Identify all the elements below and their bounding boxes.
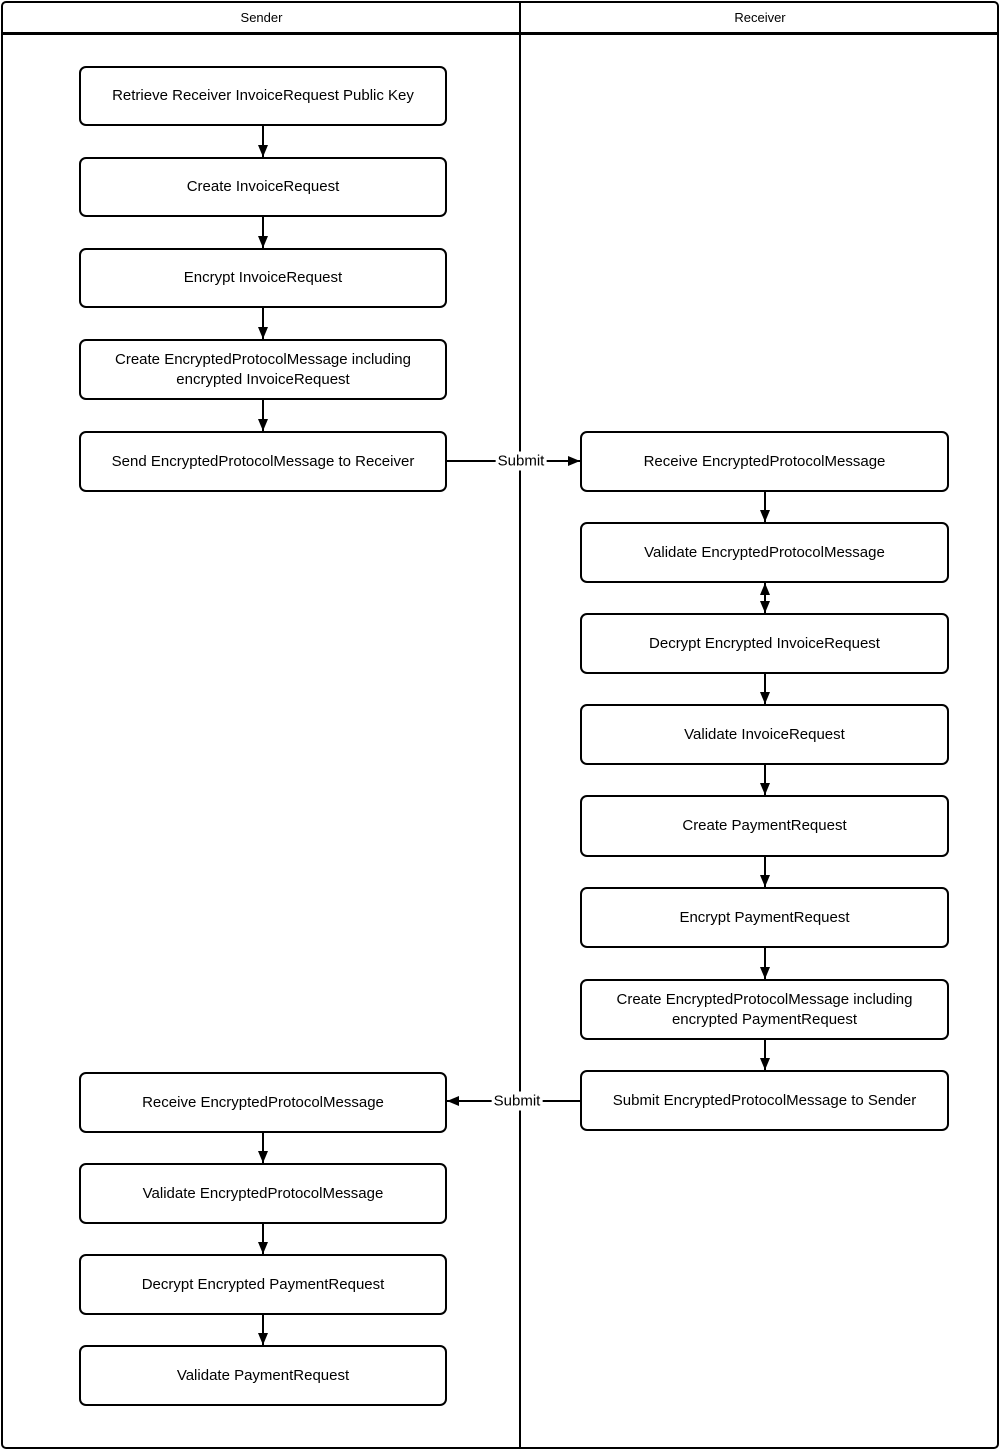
receiver-node-submit-encryptedprotocolmessage: Submit EncryptedProtocolMessage to Sende… — [580, 1070, 949, 1131]
submit-label: Submit — [491, 1091, 543, 1111]
arrow-down-icon — [258, 400, 268, 431]
submit-label: Submit — [495, 451, 547, 471]
arrow-down-icon — [760, 1040, 770, 1070]
sender-node-validate-encryptedprotocolmessage: Validate EncryptedProtocolMessage — [79, 1163, 447, 1224]
lane-divider-line — [519, 3, 521, 1447]
arrow-down-icon — [258, 308, 268, 339]
lane-header-receiver: Receiver — [734, 10, 786, 25]
arrow-down-icon — [258, 1224, 268, 1254]
receiver-node-encrypt-paymentrequest: Encrypt PaymentRequest — [580, 887, 949, 948]
sender-node-create-encryptedprotocolmessage: Create EncryptedProtocolMessage includin… — [79, 339, 447, 400]
receiver-node-validate-encryptedprotocolmessage: Validate EncryptedProtocolMessage — [580, 522, 949, 583]
receiver-node-receive-encryptedprotocolmessage: Receive EncryptedProtocolMessage — [580, 431, 949, 492]
lane-header-sender: Sender — [240, 10, 283, 25]
sender-node-validate-paymentrequest: Validate PaymentRequest — [79, 1345, 447, 1406]
receiver-node-create-encryptedprotocolmessage: Create EncryptedProtocolMessage includin… — [580, 979, 949, 1040]
receiver-node-decrypt-invoicerequest: Decrypt Encrypted InvoiceRequest — [580, 613, 949, 674]
arrow-double-vertical-icon — [760, 583, 770, 613]
arrow-down-icon — [760, 674, 770, 704]
arrow-down-icon — [760, 492, 770, 522]
arrow-down-icon — [258, 1315, 268, 1345]
sender-node-decrypt-paymentrequest: Decrypt Encrypted PaymentRequest — [79, 1254, 447, 1315]
sender-node-retrieve-public-key: Retrieve Receiver InvoiceRequest Public … — [79, 66, 447, 126]
header-separator-line — [3, 32, 997, 35]
sender-node-encrypt-invoicerequest: Encrypt InvoiceRequest — [79, 248, 447, 308]
receiver-node-validate-invoicerequest: Validate InvoiceRequest — [580, 704, 949, 765]
arrow-down-icon — [258, 217, 268, 248]
sender-node-receive-encryptedprotocolmessage: Receive EncryptedProtocolMessage — [79, 1072, 447, 1133]
arrow-down-icon — [760, 857, 770, 887]
sender-node-create-invoicerequest: Create InvoiceRequest — [79, 157, 447, 217]
sender-node-send-encryptedprotocolmessage: Send EncryptedProtocolMessage to Receive… — [79, 431, 447, 492]
arrow-down-icon — [258, 126, 268, 157]
arrow-down-icon — [760, 948, 770, 979]
receiver-node-create-paymentrequest: Create PaymentRequest — [580, 795, 949, 857]
arrow-down-icon — [760, 765, 770, 795]
arrow-down-icon — [258, 1133, 268, 1163]
